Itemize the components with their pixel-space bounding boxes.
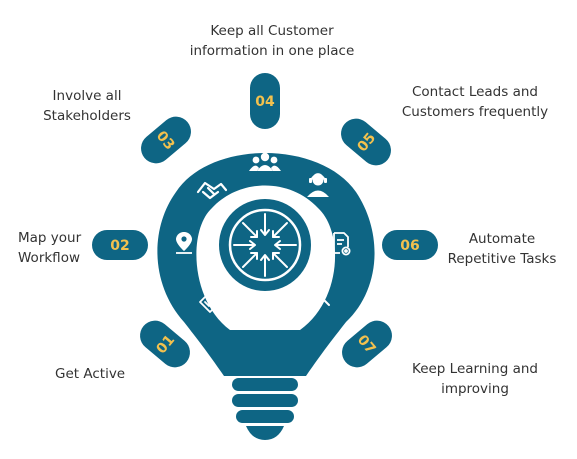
step-pill-shape [141, 116, 191, 164]
step-number: 04 [255, 94, 275, 110]
arrows-pointing-inward-icon [233, 213, 297, 277]
headset-agent-icon [307, 173, 329, 197]
bulb-base-ring-2 [232, 394, 298, 407]
magnifier-check-icon [310, 286, 330, 306]
step-pill-shape [382, 230, 438, 260]
step-pill-shape [342, 320, 392, 368]
step-number: 06 [400, 238, 419, 254]
step-03-label: Involve all Stakeholders [43, 88, 131, 124]
step-05-label: Contact Leads and Customers frequently [401, 84, 549, 120]
bulb-head [157, 153, 375, 376]
step-07-pill: 07 [342, 320, 392, 368]
step-number: 02 [110, 238, 129, 254]
map-pin-icon [176, 232, 192, 254]
step-04-label: Keep all Customer information in one pla… [189, 23, 355, 59]
center-emblem [219, 199, 311, 291]
step-06-pill: 06 [382, 230, 438, 260]
step-07-label: Keep Learning and improving [412, 361, 538, 397]
user-group-icon [249, 152, 281, 171]
clipboard-check-icon [199, 291, 221, 313]
step-05-pill: 05 [341, 118, 391, 166]
document-gear-icon [333, 232, 351, 256]
step-04-pill: 04 [250, 73, 280, 129]
handshake-icon [196, 181, 228, 200]
step-02-label: Map your Workflow [18, 230, 82, 266]
step-pill-shape [250, 73, 280, 129]
step-02-pill: 02 [92, 230, 148, 260]
bulb-base-ring-1 [232, 378, 298, 391]
bulb-tip [246, 426, 284, 440]
step-01-pill: 01 [140, 320, 190, 368]
step-pill-shape [341, 118, 391, 166]
step-03-pill: 03 [141, 116, 191, 164]
step-01-label: Get Active [55, 366, 126, 382]
step-pill-shape [140, 320, 190, 368]
step-06-label: Automate Repetitive Tasks [447, 231, 557, 267]
step-pill-shape [92, 230, 148, 260]
bulb-base-ring-3 [236, 410, 294, 423]
